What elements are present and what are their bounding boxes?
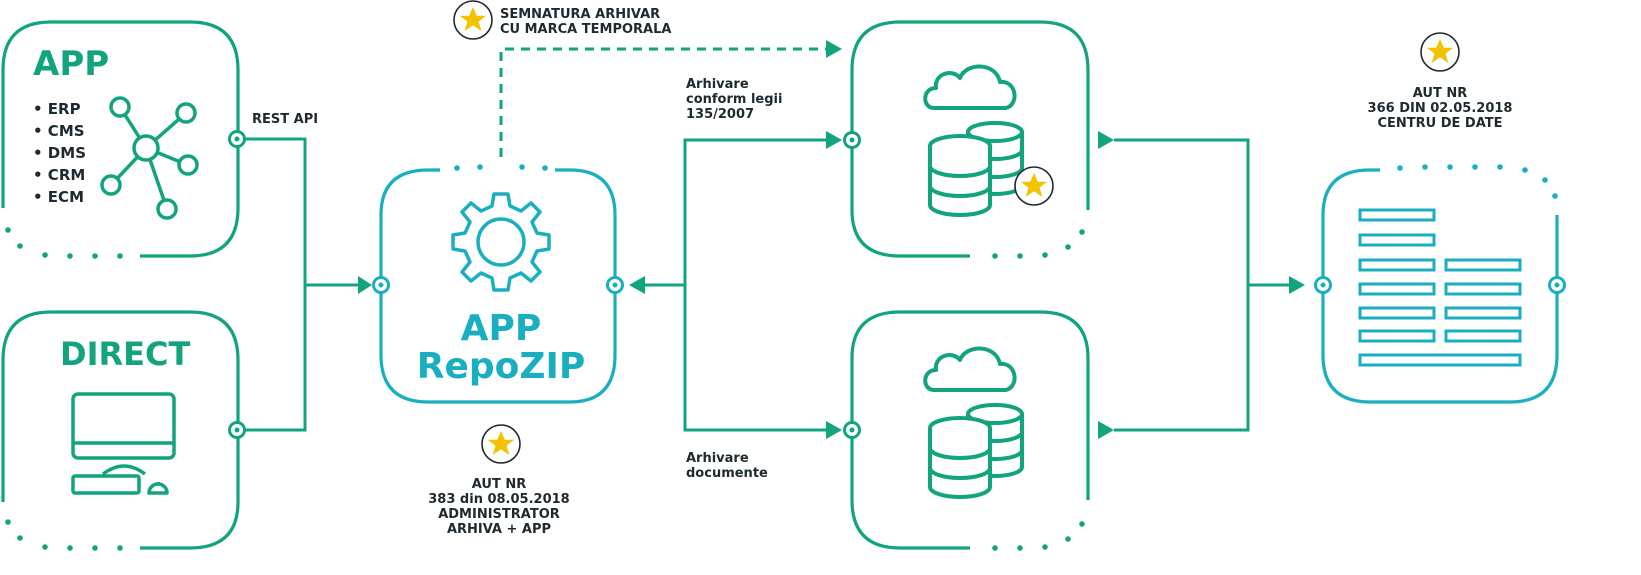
repozip-ports [372, 276, 624, 294]
rest-api-label: REST API [252, 112, 318, 127]
cloud-database-icon [923, 346, 1024, 499]
star-badge-icon [1014, 166, 1054, 206]
direct-box: DIRECT [1, 310, 240, 551]
data-center-box [1314, 164, 1566, 404]
data-center-dots [1397, 164, 1558, 199]
arrow-into-repozip [358, 276, 372, 294]
arrow-to-doc-archive [826, 421, 842, 439]
repozip-box-border [379, 168, 617, 404]
legal-archive-dots [992, 229, 1085, 259]
repozip-title-line2: RepoZIP [417, 346, 586, 387]
doc-archive-border [850, 310, 1090, 550]
datacenter-aut-line1: AUT NR [1413, 86, 1468, 101]
arrow-into-data-center [1289, 276, 1305, 294]
app-box-dots [5, 227, 123, 259]
repozip-box-dots [454, 164, 548, 171]
direct-box-dots [5, 519, 123, 551]
gear-icon [451, 192, 551, 292]
arrow-into-repozip-right [629, 276, 645, 294]
legal-archive-box [843, 20, 1090, 259]
star-badge-icon [1420, 32, 1460, 72]
server-rack-icon [1358, 208, 1522, 367]
repozip-title-line1: APP [461, 308, 542, 349]
star-badge-icon [453, 0, 493, 40]
app-list-item-erp: • ERP [33, 100, 81, 118]
legal-archive-label-line3: 135/2007 [686, 107, 754, 122]
arrow-to-legal-archive [826, 131, 842, 149]
connectors-left [237, 137, 362, 432]
legal-archive-border [850, 20, 1090, 258]
signature-dashed-connector [499, 47, 826, 157]
direct-box-border [1, 310, 240, 550]
datacenter-aut-line3: CENTRU DE DATE [1377, 116, 1502, 131]
app-list-item-ecm: • ECM [33, 188, 84, 206]
document-archive-box [843, 310, 1090, 551]
network-hub-icon [100, 96, 199, 220]
direct-box-title: DIRECT [60, 335, 190, 373]
signature-arrow [826, 40, 842, 58]
legal-archive-label-line2: conform legii [686, 92, 782, 107]
connectors-middle [645, 138, 828, 432]
app-box: APP • ERP • CMS • DMS • CRM • ECM [1, 20, 240, 259]
connectors-right [1114, 138, 1291, 432]
admin-aut-line2: 383 din 08.05.2018 [428, 492, 569, 507]
doc-archive-label-line2: documente [686, 466, 768, 481]
admin-aut-line1: AUT NR [472, 477, 527, 492]
doc-archive-label-line1: Arhivare [686, 451, 749, 466]
arrow-from-doc-archive [1098, 421, 1114, 439]
signature-label-line1: SEMNATURA ARHIVAR [500, 7, 660, 22]
arrow-from-legal-archive [1098, 131, 1114, 149]
app-list-item-dms: • DMS [33, 144, 86, 162]
repozip-box: APP RepoZIP [379, 164, 617, 404]
cloud-database-icon [923, 64, 1024, 217]
app-box-border [1, 20, 240, 258]
legal-archive-label-line1: Arhivare [686, 77, 749, 92]
app-list-item-cms: • CMS [33, 122, 85, 140]
admin-aut-line4: ARHIVA + APP [447, 522, 551, 537]
app-box-title: APP [33, 44, 109, 84]
monitor-icon [71, 392, 176, 495]
app-list-item-crm: • CRM [33, 166, 85, 184]
data-center-border [1321, 168, 1559, 404]
signature-label-line2: CU MARCA TEMPORALA [500, 22, 671, 37]
datacenter-aut-line2: 366 DIN 02.05.2018 [1368, 101, 1513, 116]
doc-archive-dots [992, 521, 1085, 551]
star-badge-icon [481, 424, 521, 464]
admin-aut-line3: ADMINISTRATOR [438, 507, 560, 522]
